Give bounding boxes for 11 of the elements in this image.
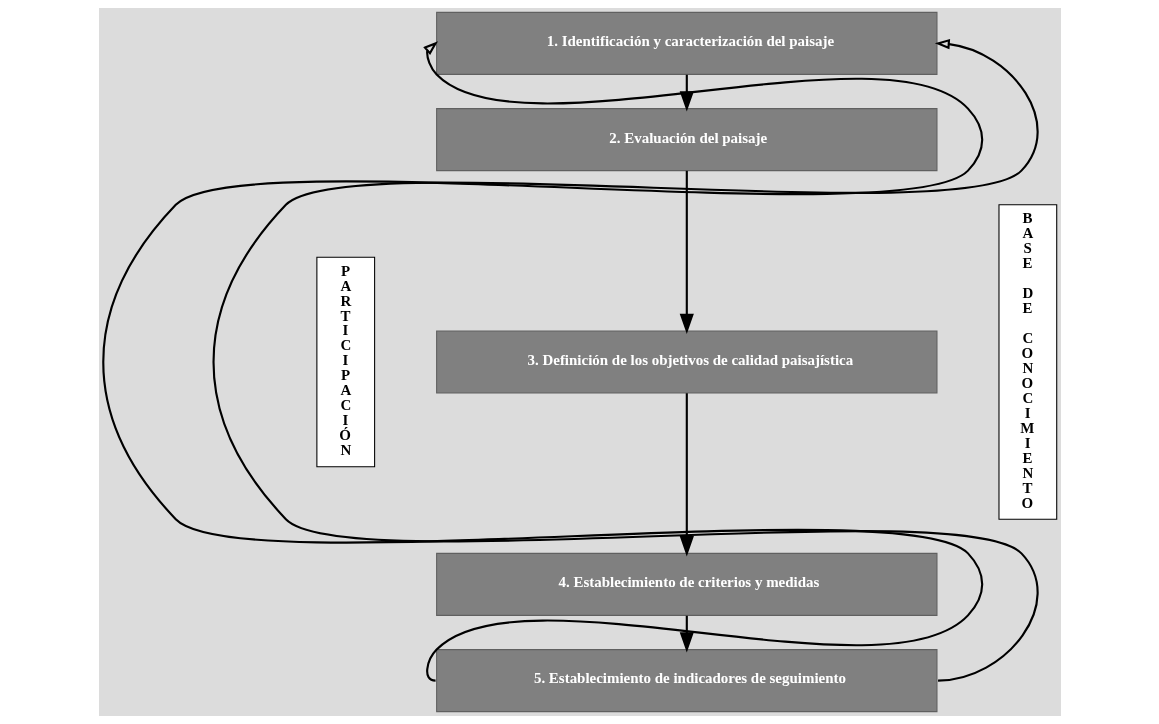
node-box: 5. Establecimiento de indicadores de seguimiento <box>435 649 937 713</box>
arrow <box>212 38 1038 682</box>
node-box: 4. Establecimiento de criterios y medidas <box>435 552 937 616</box>
node-box: PARTICIPACIÓN <box>315 256 375 468</box>
arrow <box>679 170 694 335</box>
node-box: BASE DE CONOCIMIENTO <box>997 204 1057 520</box>
node-box: 3. Definición de los objetivos de calidad paisajística <box>435 330 937 394</box>
node-box: 2. Evaluación del paisaje <box>435 108 937 172</box>
arrow <box>102 41 983 681</box>
node-box: 1. Identificación y caracterización del paisaje <box>435 11 937 75</box>
arrow <box>679 393 694 557</box>
